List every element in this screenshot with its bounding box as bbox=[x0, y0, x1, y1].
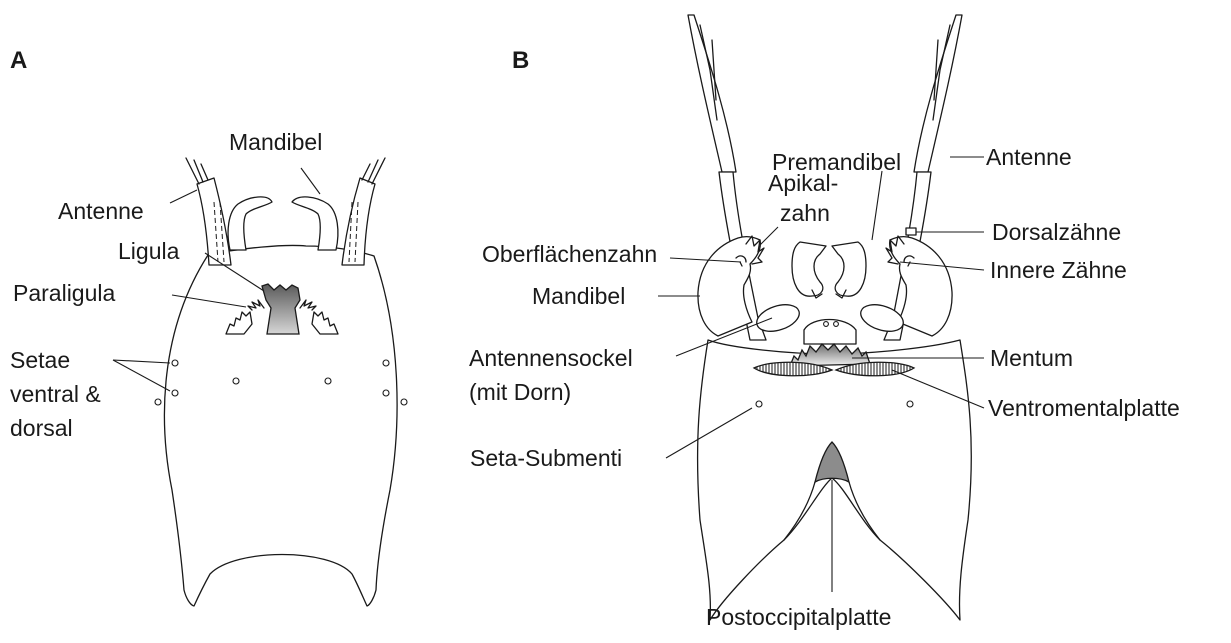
head-capsule-b bbox=[698, 340, 972, 620]
label-dorsalzaehne: Dorsalzähne bbox=[992, 219, 1121, 245]
setae-a bbox=[155, 360, 407, 405]
mandible-left-a bbox=[228, 197, 272, 250]
postoccipital-plate bbox=[815, 442, 849, 482]
leader-antenne-a bbox=[170, 190, 197, 203]
comb-left-a bbox=[226, 312, 252, 334]
labrum-b bbox=[804, 320, 856, 345]
label-paraligula: Paraligula bbox=[13, 280, 115, 306]
leader-ligula bbox=[205, 253, 264, 291]
label-setae-line3: dorsal bbox=[10, 415, 73, 441]
label-antenne-b: Antenne bbox=[986, 144, 1072, 170]
label-mandibel-a: Mandibel bbox=[229, 129, 322, 155]
leader-ventromentalplatte bbox=[892, 370, 984, 408]
label-antennensockel-line1: Antennensockel bbox=[469, 345, 633, 371]
label-mandibel-b: Mandibel bbox=[532, 283, 625, 309]
label-innere-zaehne: Innere Zähne bbox=[990, 257, 1127, 283]
dorsal-teeth-marker bbox=[906, 228, 916, 235]
label-apikal-line2: zahn bbox=[780, 200, 830, 226]
leader-mandibel-a bbox=[301, 168, 320, 194]
panel-label-a: A bbox=[10, 47, 27, 74]
label-antenne-a: Antenne bbox=[58, 198, 144, 224]
antenna-right-a bbox=[342, 158, 385, 265]
ligula-shape bbox=[262, 284, 300, 334]
leader-seta-submenti bbox=[666, 408, 752, 458]
label-postoccipitalplatte: Postoccipitalplatte bbox=[706, 604, 891, 630]
leader-premandibel bbox=[872, 171, 882, 240]
leader-setae-1 bbox=[113, 360, 170, 363]
label-antennensockel-line2: (mit Dorn) bbox=[469, 379, 571, 405]
label-setae-line2: ventral & bbox=[10, 381, 101, 407]
label-ventromentalplatte: Ventromentalplatte bbox=[988, 395, 1180, 421]
label-mentum: Mentum bbox=[990, 345, 1073, 371]
antenna-left-a bbox=[186, 158, 231, 265]
leader-setae-2 bbox=[113, 360, 170, 391]
comb-right-a bbox=[312, 312, 338, 334]
seta-submenti-right bbox=[907, 401, 913, 407]
mandible-right-a bbox=[292, 197, 338, 250]
label-setae-line1: Setae bbox=[10, 347, 70, 373]
seta-submenti-left bbox=[756, 401, 762, 407]
premandible-left bbox=[792, 242, 826, 296]
panel-label-b: B bbox=[512, 47, 529, 74]
label-seta-submenti: Seta-Submenti bbox=[470, 445, 622, 471]
panel-a: A bbox=[10, 47, 407, 606]
label-ligula: Ligula bbox=[118, 238, 180, 264]
label-oberflaechenzahn: Oberflächenzahn bbox=[482, 241, 657, 267]
leader-apikalzahn bbox=[760, 227, 778, 245]
panel-b: B bbox=[469, 15, 1180, 630]
label-apikal-line1: Apikal- bbox=[768, 170, 838, 196]
premandible-right bbox=[832, 242, 866, 296]
